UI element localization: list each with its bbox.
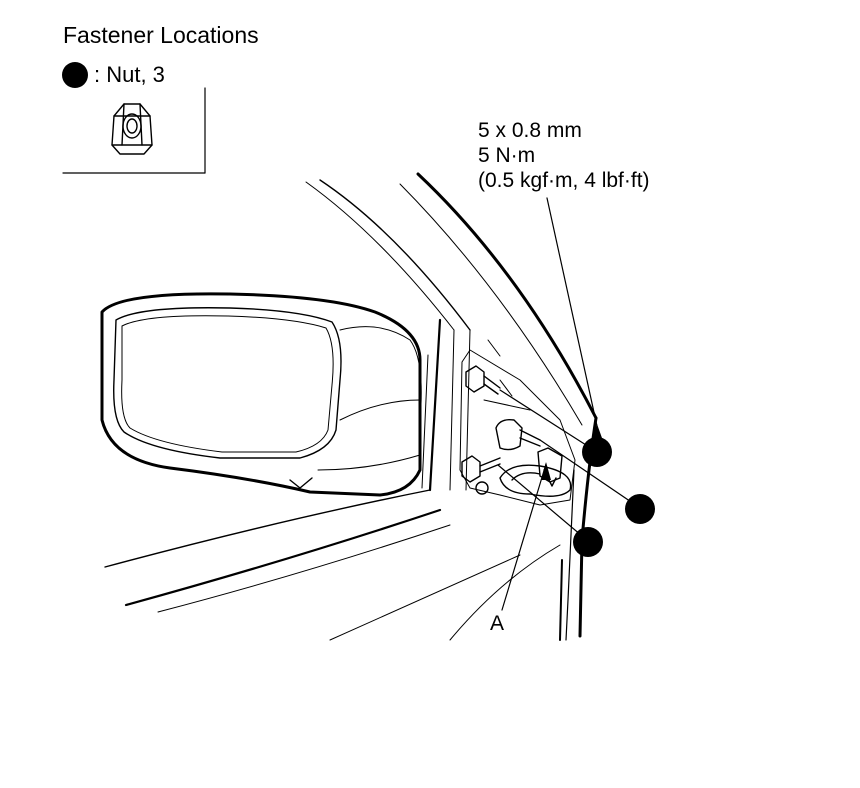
nut-marker-1 <box>582 437 612 467</box>
legend-title: Fastener Locations <box>63 22 259 48</box>
legend-item-label: : Nut, 3 <box>94 62 165 87</box>
legend-box <box>62 87 206 174</box>
door-frame <box>305 172 598 641</box>
torque-spec: 5 x 0.8 mm 5 N·m (0.5 kgf·m, 4 lbf·ft) <box>478 118 650 193</box>
torque-nm: 5 N·m <box>478 144 536 167</box>
nut-2-leader <box>539 439 641 509</box>
spec-leader-line <box>546 197 598 427</box>
side-mirror <box>100 292 422 497</box>
door-panel <box>104 318 561 641</box>
callout-a-arrowhead <box>541 462 551 480</box>
nut-markers <box>573 437 655 557</box>
torque-alt: (0.5 kgf·m, 4 lbf·ft) <box>478 169 650 192</box>
mirror-mount-base <box>459 339 576 506</box>
spec-leader-arrowhead <box>592 424 602 438</box>
nut-marker-3 <box>573 527 603 557</box>
thread-size: 5 x 0.8 mm <box>478 119 582 142</box>
leader-lines <box>497 197 641 611</box>
callout-a-leader <box>501 463 547 611</box>
nut-marker-icon <box>62 62 88 88</box>
nut-marker-2 <box>625 494 655 524</box>
legend-item: : Nut, 3 <box>62 62 165 88</box>
nut-1-leader <box>499 389 598 453</box>
hex-flange-nut-icon <box>111 103 153 155</box>
callout-a-label: A <box>490 612 505 635</box>
nut-3-leader <box>497 464 589 542</box>
